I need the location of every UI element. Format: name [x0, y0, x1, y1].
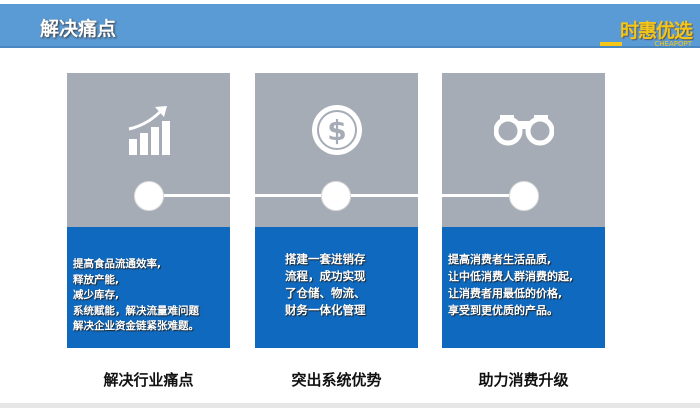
timeline-dot [509, 181, 539, 211]
binoculars-icon [493, 115, 554, 146]
timeline-dot [134, 181, 164, 211]
card-system: $ 搭建一套进销存 流程，成功实现 了仓储、物流、 财务一体化管理 [255, 73, 418, 348]
card-label: 助力消费升级 [478, 371, 569, 389]
logo-subtext: CHEAPOPT [654, 40, 692, 48]
card-text-line: 系统赋能，解决流量难问题 [73, 304, 199, 317]
card-label: 突出系统优势 [291, 371, 382, 389]
card-text-line: 享受到更优质的产品。 [448, 304, 558, 317]
page-title: 解决痛点 [40, 18, 117, 40]
brand-logo: 时惠优选 CHEAPOPT [600, 10, 693, 48]
card-text-line: 减少库存, [73, 289, 119, 301]
card-text-line: 提高消费者生活品质, [448, 253, 552, 266]
svg-text:$: $ [327, 114, 346, 147]
card-text-line: 让中低消费人群消费的起, [448, 270, 574, 283]
card-text-line: 释放产能, [73, 273, 119, 286]
card-label: 解决行业痛点 [103, 371, 194, 389]
card-industry: 提高食品流通效率, 释放产能, 减少库存, 系统赋能，解决流量难问题 解决企业资… [67, 73, 230, 348]
logo-text: 时惠优选 [619, 20, 693, 42]
header-bar: 解决痛点 时惠优选 CHEAPOPT [0, 4, 700, 48]
timeline-dot [321, 181, 351, 211]
dollar-icon: $ [311, 105, 362, 155]
card-text-line: 财务一体化管理 [285, 303, 366, 317]
card-text-line: 搭建一套进销存 [285, 252, 366, 266]
growth-chart-icon [128, 106, 170, 155]
footer-bar [0, 403, 700, 408]
card-text-line: 了仓储、物流、 [285, 286, 366, 300]
card-text-line: 流程，成功实现 [285, 269, 366, 283]
logo-bar [600, 42, 622, 46]
card-text-line: 提高食品流通效率, [73, 258, 161, 270]
card-text-line: 让消费者用最低的价格, [448, 287, 563, 300]
card-text-line: 解决企业资金链紧张难题。 [73, 320, 199, 332]
